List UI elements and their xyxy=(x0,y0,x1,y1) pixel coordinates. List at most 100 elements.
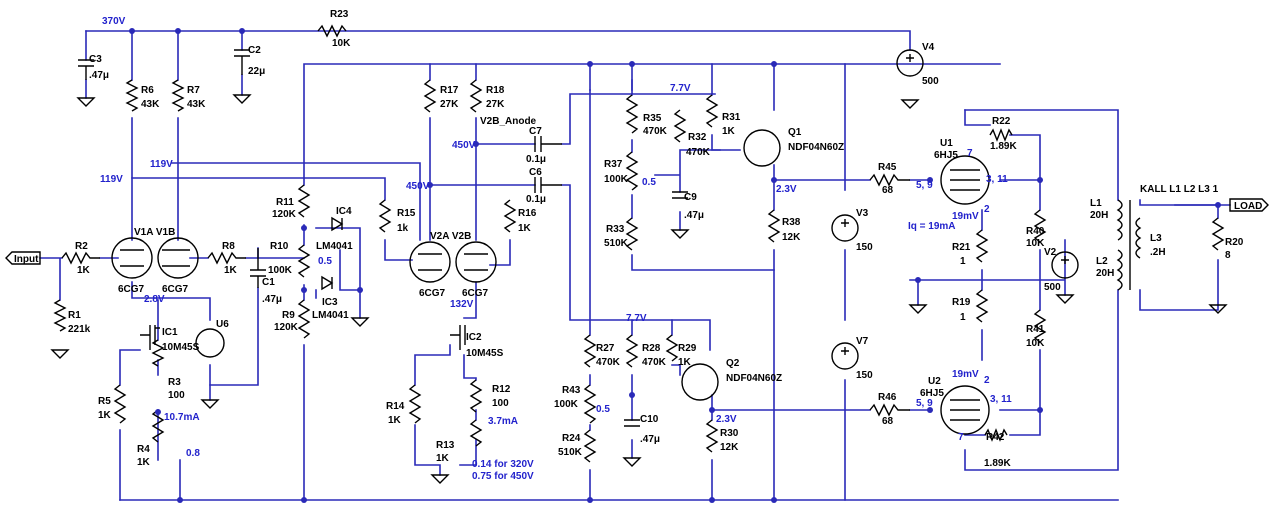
net-pin-2-a: 2 xyxy=(984,204,990,215)
c7-value: 0.1μ xyxy=(526,154,546,165)
v2a-value: 6CG7 xyxy=(419,288,446,299)
r4-name: R4 xyxy=(137,444,150,455)
ic1-name: IC1 xyxy=(162,327,178,338)
c1-name: C1 xyxy=(262,277,275,288)
r5-name: R5 xyxy=(98,396,111,407)
r27-name: R27 xyxy=(596,343,615,354)
v7-name: V7 xyxy=(856,336,869,347)
r12-name: R12 xyxy=(492,384,511,395)
u2-name: U2 xyxy=(928,376,941,387)
r24-value: 510K xyxy=(558,447,583,458)
r6-name: R6 xyxy=(141,85,154,96)
l3-name: L3 xyxy=(1150,233,1162,244)
v7-value: 150 xyxy=(856,370,873,381)
u2-value: 6HJ5 xyxy=(920,388,944,399)
r3-name: R3 xyxy=(168,377,181,388)
r37-value: 100K xyxy=(604,174,629,185)
r46-name: R46 xyxy=(878,392,897,403)
v2b-value: 6CG7 xyxy=(462,288,489,299)
q2-value: NDF04N60Z xyxy=(726,373,782,384)
r16-value: 1K xyxy=(518,223,532,234)
v4-value: 500 xyxy=(922,76,939,87)
r15-name: R15 xyxy=(397,208,416,219)
r32-value: 470K xyxy=(686,147,711,158)
v2-source-value: 500 xyxy=(1044,282,1061,293)
v3-value: 150 xyxy=(856,242,873,253)
net-pins-5-9-b: 5, 9 xyxy=(916,398,933,409)
r38-value: 12K xyxy=(782,232,801,243)
part-labels: R23 10K C3 .47μ C2 22μ R6 43K R7 43K R2 … xyxy=(68,9,1244,469)
r43-value: 100K xyxy=(554,399,579,410)
net-7-7v-b: 7.7V xyxy=(626,313,647,324)
net-pins-3-11-a: 3, 11 xyxy=(986,174,1008,185)
r20-value: 8 xyxy=(1225,250,1231,261)
r41-name: R41 xyxy=(1026,324,1045,335)
r30-value: 12K xyxy=(720,442,739,453)
r45-name: R45 xyxy=(878,162,897,173)
r30-name: R30 xyxy=(720,428,739,439)
r2-name: R2 xyxy=(75,241,88,252)
r38-name: R38 xyxy=(782,217,801,228)
net-0-5-b: 0.5 xyxy=(642,177,656,188)
q2-name: Q2 xyxy=(726,358,740,369)
l3-value: .2H xyxy=(1150,247,1166,258)
r31-name: R31 xyxy=(722,112,741,123)
r22-name: R22 xyxy=(992,116,1011,127)
components xyxy=(5,24,1269,503)
ic3-value: LM4041 xyxy=(312,310,349,321)
r27-value: 470K xyxy=(596,357,621,368)
r16-name: R16 xyxy=(518,208,537,219)
r15-value: 1k xyxy=(397,223,409,234)
net-labels: 370V 119V 119V 450V 450V 2.8V 132V 7.7V … xyxy=(100,16,1219,482)
r12-value: 100 xyxy=(492,398,509,409)
note-450v: 0.75 for 450V xyxy=(472,471,534,482)
net-10-7ma: 10.7mA xyxy=(164,412,200,423)
net-pin-7-a: 7 xyxy=(967,148,973,159)
net-pin-2-b: 2 xyxy=(984,375,990,386)
l1-value: 20H xyxy=(1090,210,1108,221)
r9-name: R9 xyxy=(282,310,295,321)
r5-value: 1K xyxy=(98,410,112,421)
r42-value: 1.89K xyxy=(984,458,1011,469)
r4-value: 1K xyxy=(137,457,151,468)
r46-value: 68 xyxy=(882,416,894,427)
r11-name: R11 xyxy=(276,197,294,208)
net-19mv-a: 19mV xyxy=(952,211,979,222)
v1b-value: 6CG7 xyxy=(162,284,189,295)
r9-value: 120K xyxy=(274,322,299,333)
c6-name: C6 xyxy=(529,167,542,178)
c3-value: .47μ xyxy=(89,70,109,81)
u1-value: 6HJ5 xyxy=(934,150,958,161)
r24-name: R24 xyxy=(562,433,581,444)
r31-value: 1K xyxy=(722,126,736,137)
r40-name: R40 xyxy=(1026,226,1045,237)
c2-name: C2 xyxy=(248,45,261,56)
r29-name: R29 xyxy=(678,343,697,354)
v2-name: V2A V2B xyxy=(430,231,471,242)
r11-value: 120K xyxy=(272,209,297,220)
net-132v: 132V xyxy=(450,299,474,310)
net-v2b-anode: V2B_Anode xyxy=(480,116,537,127)
net-pins-3-11-b: 3, 11 xyxy=(990,394,1012,405)
ic4-name: IC4 xyxy=(336,206,352,217)
r6-value: 43K xyxy=(141,99,160,110)
net-450v-b: 450V xyxy=(406,181,430,192)
v3-name: V3 xyxy=(856,208,869,219)
r23-value: 10K xyxy=(332,38,351,49)
u1-name: U1 xyxy=(940,138,953,149)
r35-value: 470K xyxy=(643,126,668,137)
r40-value: 10K xyxy=(1026,238,1045,249)
r1-value: 221k xyxy=(68,324,91,335)
r22-value: 1.89K xyxy=(990,141,1017,152)
q1-name: Q1 xyxy=(788,127,802,138)
r1-name: R1 xyxy=(68,310,81,321)
c1-value: .47μ xyxy=(262,294,282,305)
r19-name: R19 xyxy=(952,297,971,308)
r18-value: 27K xyxy=(486,99,505,110)
net-0-5-a: 0.5 xyxy=(318,256,332,267)
l1-name: L1 xyxy=(1090,198,1102,209)
net-2-8v: 2.8V xyxy=(144,294,165,305)
net-450v-a: 450V xyxy=(452,140,476,151)
r45-value: 68 xyxy=(882,185,894,196)
r21-value: 1 xyxy=(960,256,966,267)
